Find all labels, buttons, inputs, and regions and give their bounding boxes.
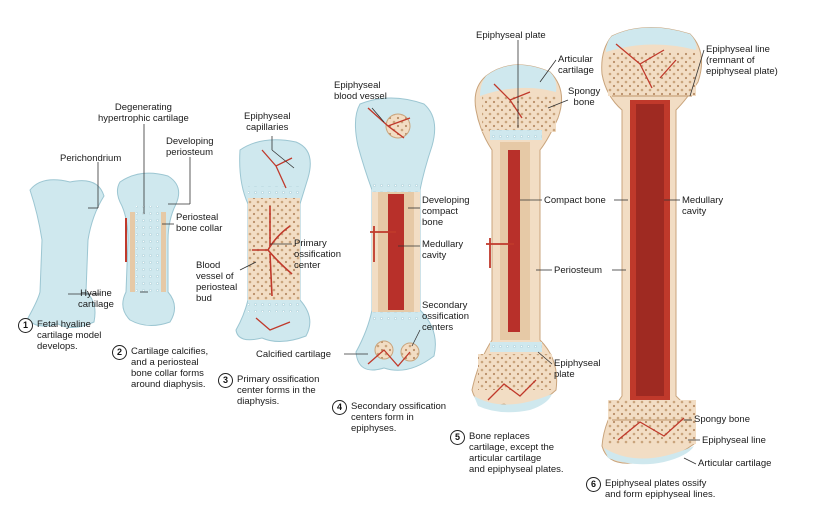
label-epiphyseal-line-bottom: Epiphyseal line: [702, 435, 766, 446]
label-developing-periosteum: Developing periosteum: [166, 136, 214, 158]
label-articular-cartilage-bottom: Articular cartilage: [698, 458, 772, 469]
stage-5-bone: [471, 64, 563, 413]
label-developing-compact-bone: Developing compact bone: [422, 195, 470, 228]
step-5-caption: Bone replaces cartilage, except the arti…: [469, 431, 564, 475]
label-epiphyseal-capillaries: Epiphyseal capillaries: [244, 111, 291, 133]
step-2-caption: Cartilage calcifies, and a periosteal bo…: [131, 346, 209, 390]
leader-lines: [68, 40, 705, 465]
label-calcified-cartilage: Calcified cartilage: [256, 349, 331, 360]
step-4-number: 4: [332, 400, 347, 415]
stage-1-bone: [27, 179, 105, 328]
label-epiphyseal-line-top: Epiphyseal line (remnant of epiphyseal p…: [706, 44, 778, 77]
label-hyaline-cartilage: Hyaline cartilage: [78, 288, 114, 310]
label-blood-vessel-periosteal-bud: Blood vessel of periosteal bud: [196, 260, 238, 304]
label-medullary-cavity-6: Medullary cavity: [682, 195, 724, 217]
label-perichondrium: Perichondrium: [60, 153, 122, 164]
label-epiphyseal-plate-top: Epiphyseal plate: [476, 30, 546, 41]
stage-6-bone: [601, 27, 703, 465]
step-4-caption: Secondary ossification centers form in e…: [351, 401, 447, 434]
label-secondary-ossification-centers: Secondary ossification centers: [422, 300, 469, 333]
label-periosteum: Periosteum: [554, 265, 603, 276]
stage-2-bone: [116, 172, 180, 326]
step-1-number: 1: [18, 318, 33, 333]
label-epiphyseal-blood-vessel: Epiphyseal blood vessel: [334, 80, 387, 102]
stage-3-bone: [235, 139, 311, 342]
step-6-caption: Epiphyseal plates ossify and form epiphy…: [605, 478, 716, 500]
step-2-number: 2: [112, 345, 127, 360]
label-medullary-cavity-4: Medullary cavity: [422, 239, 464, 261]
label-degenerating-cartilage: Degenerating hypertrophic cartilage: [98, 102, 189, 124]
label-periosteal-bone-collar: Periosteal bone collar: [176, 212, 223, 234]
label-primary-ossification-center: Primary ossification center: [294, 238, 341, 271]
step-3-caption: Primary ossification center forms in the…: [237, 374, 320, 407]
label-compact-bone: Compact bone: [544, 195, 606, 206]
label-spongy-bone-top: Spongy bone: [568, 86, 601, 108]
label-articular-cartilage-top: Articular cartilage: [558, 54, 594, 76]
step-5-number: 5: [450, 430, 465, 445]
stage-4-bone: [354, 97, 436, 371]
step-1-caption: Fetal hyaline cartilage model develops.: [37, 319, 102, 352]
step-3-number: 3: [218, 373, 233, 388]
step-6-number: 6: [586, 477, 601, 492]
label-epiphyseal-plate-bottom: Epiphyseal plate: [554, 358, 601, 380]
label-spongy-bone-bottom: Spongy bone: [694, 414, 750, 425]
